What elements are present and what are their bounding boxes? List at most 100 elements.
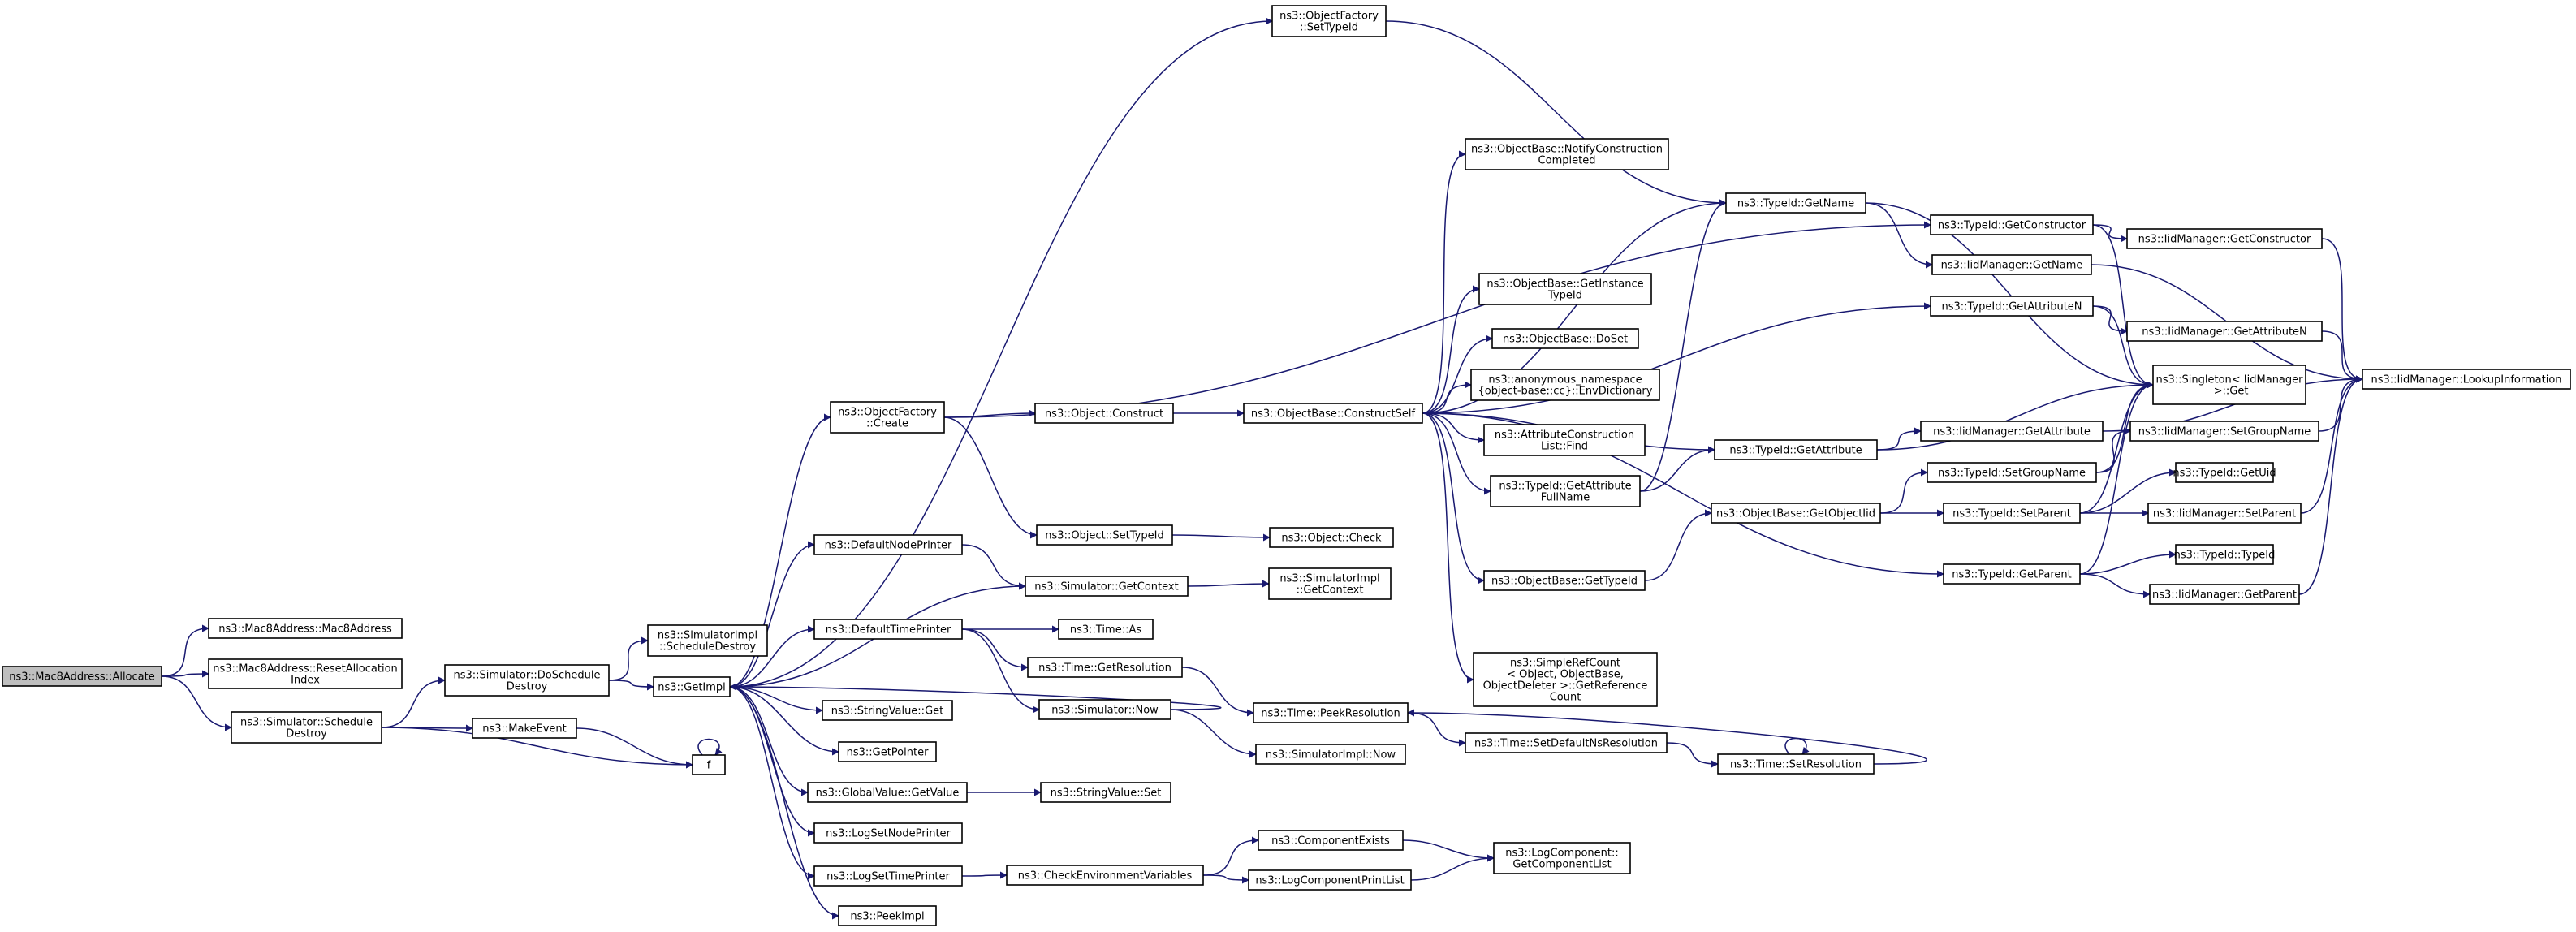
node-tidGetParent[interactable]: ns3::TypeId::GetParent (1943, 563, 2081, 585)
node-label: ns3::IidManager::LookupInformation (2371, 374, 2561, 386)
node-anonEnvDict[interactable]: ns3::anonymous_namespace{object-base::cc… (1470, 369, 1660, 401)
node-iidSetParent[interactable]: ns3::IidManager::SetParent (2147, 503, 2302, 524)
node-simGetContext[interactable]: ns3::Simulator::GetContext (1025, 576, 1189, 597)
node-allocate[interactable]: ns3::Mac8Address::Allocate (2, 666, 162, 687)
node-box (1483, 424, 1646, 456)
edge-obConstructSelf-to-obGetInstTid (1422, 285, 1480, 414)
node-logSetTime[interactable]: ns3::LogSetTimePrinter (813, 865, 963, 887)
node-tidGetAttributeN[interactable]: ns3::TypeId::GetAttributeN (1930, 296, 2094, 317)
node-tidGetAttribute[interactable]: ns3::TypeId::GetAttribute (1714, 439, 1878, 460)
node-timeGetRes[interactable]: ns3::Time::GetResolution (1027, 657, 1183, 678)
node-box (2362, 369, 2571, 390)
node-gvGetValue[interactable]: ns3::GlobalValue::GetValue (807, 782, 968, 803)
node-mac8[interactable]: ns3::Mac8Address::Mac8Address (208, 618, 403, 639)
node-iidGetConstructor[interactable]: ns3::IidManager::GetConstructor (2126, 228, 2323, 249)
node-tidGetConstructor[interactable]: ns3::TypeId::GetConstructor (1930, 214, 2094, 235)
node-ofSetTypeId[interactable]: ns3::ObjectFactory::SetTypeId (1271, 5, 1387, 37)
node-box (1034, 403, 1174, 424)
node-obNotify[interactable]: ns3::ObjectBase::NotifyConstructionCompl… (1465, 138, 1669, 170)
node-tidGetUid[interactable]: ns3::TypeId::GetUid (2173, 462, 2276, 483)
node-box (1248, 869, 1412, 891)
node-box (1268, 567, 1392, 600)
edge-obConstructSelf-to-obDoSet (1422, 334, 1493, 414)
node-label: ns3::MakeEvent (482, 723, 567, 736)
node-obConstructSelf[interactable]: ns3::ObjectBase::ConstructSelf (1243, 403, 1423, 424)
node-obGetObjectIid[interactable]: ns3::ObjectBase::GetObjectIid (1711, 503, 1881, 524)
node-logSetNode[interactable]: ns3::LogSetNodePrinter (813, 822, 963, 844)
node-iidGetParent[interactable]: ns3::IidManager::GetParent (2149, 584, 2300, 605)
node-box (1930, 296, 2094, 317)
node-label: Destroy (286, 728, 327, 740)
node-timeSetRes[interactable]: ns3::Time::SetResolution (1717, 753, 1875, 775)
node-box (1717, 753, 1875, 775)
node-schedDestroy[interactable]: ns3::Simulator::ScheduleDestroy (231, 711, 382, 744)
node-tidSetParent[interactable]: ns3::TypeId::SetParent (1943, 503, 2081, 524)
node-label: ns3::CheckEnvironmentVariables (1018, 870, 1193, 882)
node-box (838, 741, 937, 762)
edge-getImpl-to-defNodePrinter (729, 541, 815, 688)
node-iidGetAttribute[interactable]: ns3::IidManager::GetAttribute (1920, 421, 2104, 442)
node-timeAs[interactable]: ns3::Time::As (1058, 619, 1154, 640)
node-obDoSet[interactable]: ns3::ObjectBase::DoSet (1491, 328, 1639, 349)
node-label: ns3::IidManager::GetAttributeN (2142, 326, 2307, 339)
node-iidLookup[interactable]: ns3::IidManager::LookupInformation (2362, 369, 2571, 390)
node-simNow[interactable]: ns3::Simulator::Now (1038, 699, 1171, 720)
node-makeEvent[interactable]: ns3::MakeEvent (472, 718, 577, 739)
node-box (208, 658, 403, 689)
node-timePeekRes[interactable]: ns3::Time::PeekResolution (1253, 702, 1409, 723)
node-box (1253, 702, 1409, 723)
node-objSetTypeId[interactable]: ns3::Object::SetTypeId (1036, 524, 1173, 546)
node-f[interactable]: f (692, 754, 726, 775)
node-iidGetAttributeN[interactable]: ns3::IidManager::GetAttributeN (2126, 321, 2323, 342)
node-obGetTypeId[interactable]: ns3::ObjectBase::GetTypeId (1483, 570, 1646, 591)
edge-obConstructSelf-to-tidGetParent (1422, 412, 1944, 578)
node-box (653, 676, 731, 697)
node-checkEnv[interactable]: ns3::CheckEnvironmentVariables (1006, 865, 1204, 886)
node-srcGetRefCount[interactable]: ns3::SimpleRefCount< Object, ObjectBase,… (1473, 652, 1658, 707)
node-compExists[interactable]: ns3::ComponentExists (1258, 830, 1404, 851)
node-singletonGet[interactable]: ns3::Singleton< IidManager >::Get (2152, 365, 2306, 405)
edge-tidGetAttribute-to-iidGetAttribute (1876, 427, 1922, 451)
edge-tidGetAttributeN-to-iidGetAttributeN (2092, 305, 2128, 335)
node-defTimePrinter[interactable]: ns3::DefaultTimePrinter (813, 619, 963, 640)
node-tidTypeId[interactable]: ns3::TypeId::TypeId (2174, 544, 2276, 565)
edge-logCompPrintList-to-lcGetCompList (1410, 854, 1495, 881)
node-label: ns3::LogSetNodePrinter (826, 828, 951, 840)
node-ofCreate[interactable]: ns3::ObjectFactory::Create (830, 401, 945, 434)
node-objCheck[interactable]: ns3::Object::Check (1269, 527, 1394, 548)
node-box (472, 718, 577, 739)
node-tidSetGroupName[interactable]: ns3::TypeId::SetGroupName (1927, 462, 2097, 483)
node-peekImpl[interactable]: ns3::PeekImpl (838, 905, 937, 926)
node-logCompPrintList[interactable]: ns3::LogComponentPrintList (1248, 869, 1412, 891)
node-box (1465, 732, 1668, 753)
node-tidGetName[interactable]: ns3::TypeId::GetName (1725, 192, 1866, 214)
node-getImpl[interactable]: ns3::GetImpl (653, 676, 731, 697)
node-implGetContext[interactable]: ns3::SimulatorImpl::GetContext (1268, 567, 1392, 600)
node-box (1930, 214, 2094, 235)
node-label: ns3::IidManager::GetAttribute (1933, 426, 2091, 438)
node-label: ns3::Simulator::Schedule (240, 717, 373, 729)
node-lcGetCompList[interactable]: ns3::LogComponent::GetComponentList (1493, 842, 1631, 874)
node-box (1943, 503, 2081, 524)
node-svGet[interactable]: ns3::StringValue::Get (822, 700, 953, 721)
node-box (830, 401, 945, 434)
node-timeSetDefaultNs[interactable]: ns3::Time::SetDefaultNsResolution (1465, 732, 1668, 753)
node-implSchedDestroy[interactable]: ns3::SimulatorImpl::ScheduleDestroy (647, 624, 768, 657)
node-implNow[interactable]: ns3::SimulatorImpl::Now (1255, 744, 1406, 765)
edge-iidGetAttributeN-to-iidLookup (2321, 330, 2363, 383)
node-label: Completed (1538, 155, 1596, 167)
edge-checkEnv-to-logCompPrintList (1202, 874, 1249, 884)
node-iidGetName[interactable]: ns3::IidManager::GetName (1931, 254, 2092, 275)
node-svSet[interactable]: ns3::StringValue::Set (1040, 782, 1171, 803)
node-objConstruct[interactable]: ns3::Object::Construct (1034, 403, 1174, 424)
node-label: ns3::TypeId::GetParent (1952, 569, 2072, 581)
node-defNodePrinter[interactable]: ns3::DefaultNodePrinter (813, 534, 963, 555)
node-label: FullName (1541, 492, 1590, 504)
node-getPointer[interactable]: ns3::GetPointer (838, 741, 937, 762)
node-iidSetGroupName[interactable]: ns3::IidManager::SetGroupName (2129, 421, 2319, 442)
